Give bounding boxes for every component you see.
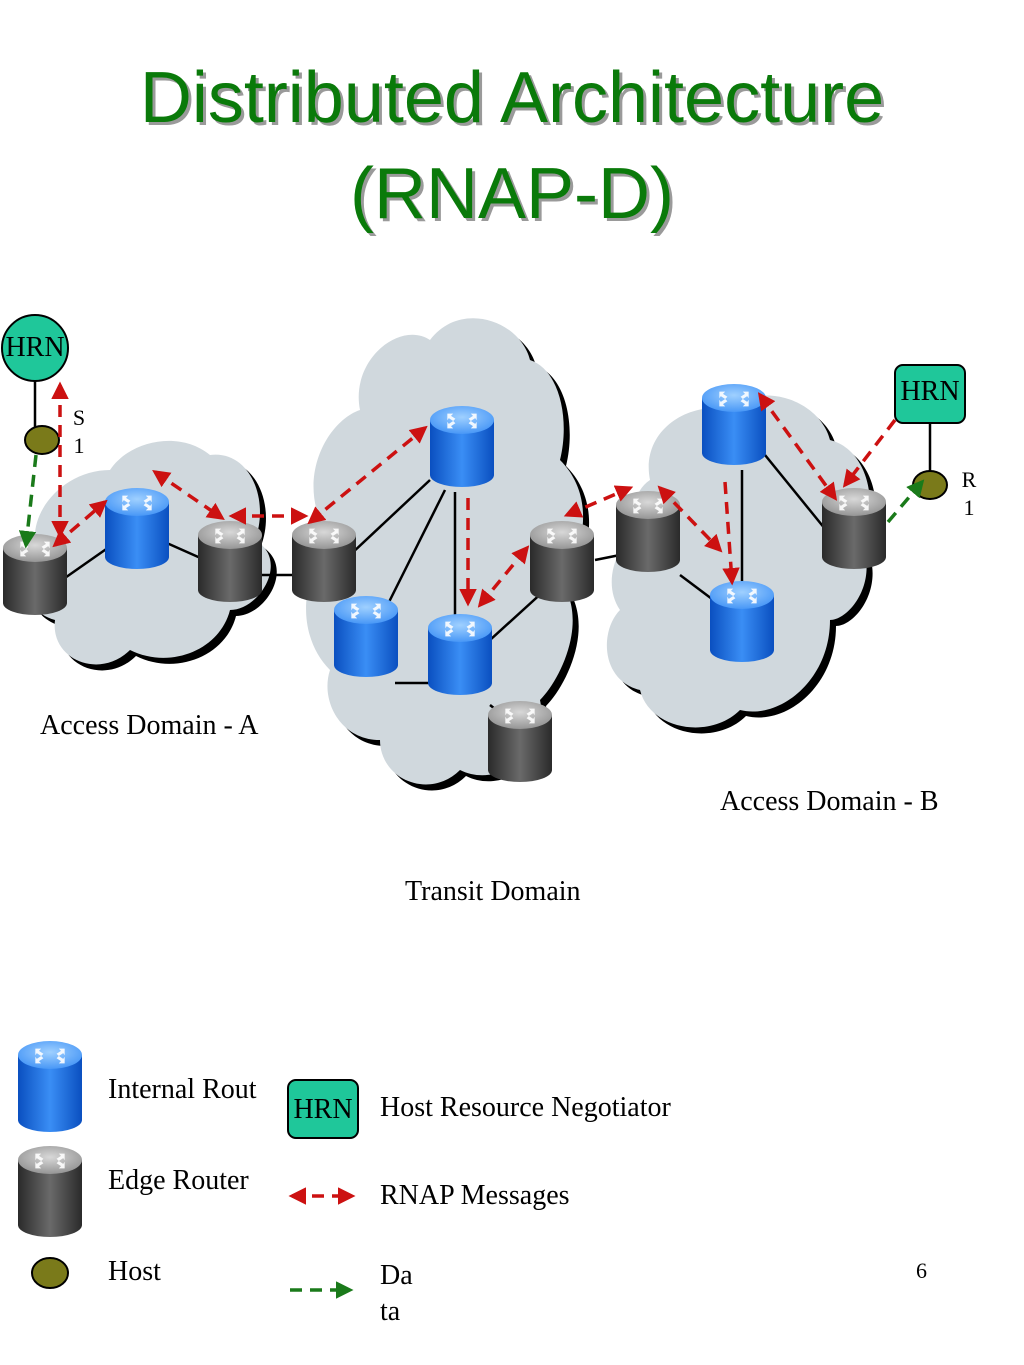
internal-router-a: [105, 488, 169, 569]
title-line-2: (RNAP-D): [350, 154, 674, 234]
edge-router-t3: [488, 701, 552, 782]
data-arrow-s1: [18, 454, 38, 549]
internal-router-t1: [430, 406, 494, 487]
transit-domain-label: Transit Domain: [405, 876, 581, 907]
legend-data-label-line-2: ta: [380, 1296, 401, 1327]
edge-router-a2: [198, 521, 262, 602]
sender-label: S 1: [68, 404, 90, 460]
data-arrows: [18, 454, 925, 549]
internal-router-t3: [428, 614, 492, 695]
edge-router-t1: [292, 521, 356, 602]
internal-router-b1: [702, 384, 766, 465]
legend-host-icon: [31, 1257, 69, 1289]
link-intT3-edgeT2: [489, 589, 546, 641]
legend-data-label: Da ta: [380, 1258, 413, 1330]
receiver-label-line-2: 1: [963, 495, 975, 520]
legend-internal-router-icon: [18, 1041, 82, 1132]
legend-rnap-label: RNAP Messages: [380, 1180, 570, 1211]
edge-router-t2: [530, 521, 594, 602]
legend-hrn-box-label: HRN: [293, 1094, 353, 1125]
edge-router-a1: [3, 534, 67, 615]
rnap-arrow-int-edge-b: [757, 392, 838, 501]
legend-edge-router-icon: [18, 1146, 82, 1237]
sender-label-line-2: 1: [73, 433, 85, 458]
legend-internal-router-label: Internal Rout: [108, 1074, 257, 1105]
rnap-arrow-edge-edge-b: [563, 485, 634, 518]
link-edgeA1-intA: [61, 543, 113, 582]
legend-edge-router-label: Edge Router: [108, 1165, 249, 1196]
link-intT1-intT2: [378, 489, 447, 621]
access-domain-a-label: Access Domain - A: [40, 710, 259, 741]
page-title: Distributed Architecture (RNAP-D): [0, 50, 1024, 242]
edge-router-b1: [616, 491, 680, 572]
data-arrow-r1: [886, 479, 925, 524]
rnap-arrow-edge-int-t: [307, 425, 428, 525]
legend-data-label-line-1: Da: [380, 1260, 413, 1291]
hrn-sender-label: HRN: [5, 332, 65, 363]
hrn-receiver: [894, 364, 966, 424]
sender-label-line-1: S: [72, 405, 86, 430]
host-s1: [24, 425, 60, 455]
hrn-receiver-label: HRN: [900, 376, 960, 407]
hrn-sender: [1, 314, 69, 382]
edge-router-b2: [822, 488, 886, 569]
rnap-arrow-edge-int-b: [657, 485, 723, 553]
receiver-label-line-1: R: [961, 467, 977, 492]
rnap-arrow-hrn-edge-b: [842, 418, 897, 488]
link-edgeT2-edgeB1: [594, 553, 621, 562]
legend-hrn-icon: [287, 1079, 359, 1139]
receiver-label: R 1: [958, 466, 980, 522]
rnap-arrow-edge-int-a: [52, 499, 108, 548]
internal-router-b2: [710, 581, 774, 662]
page-number: 6: [916, 1258, 927, 1283]
internal-router-t2: [334, 596, 398, 677]
title-line-1: Distributed Architecture: [139, 58, 885, 138]
rnap-arrow-int-edge-t: [477, 545, 530, 608]
access-domain-b-label: Access Domain - B: [720, 786, 939, 817]
rnap-arrow-int-int-b: [722, 481, 740, 586]
rnap-message-arrows: [51, 381, 897, 608]
legend-hrn-description: Host Resource Negotiator: [380, 1092, 671, 1123]
legend-host-label: Host: [108, 1256, 161, 1287]
rnap-arrow-int-edge-a: [152, 470, 225, 520]
